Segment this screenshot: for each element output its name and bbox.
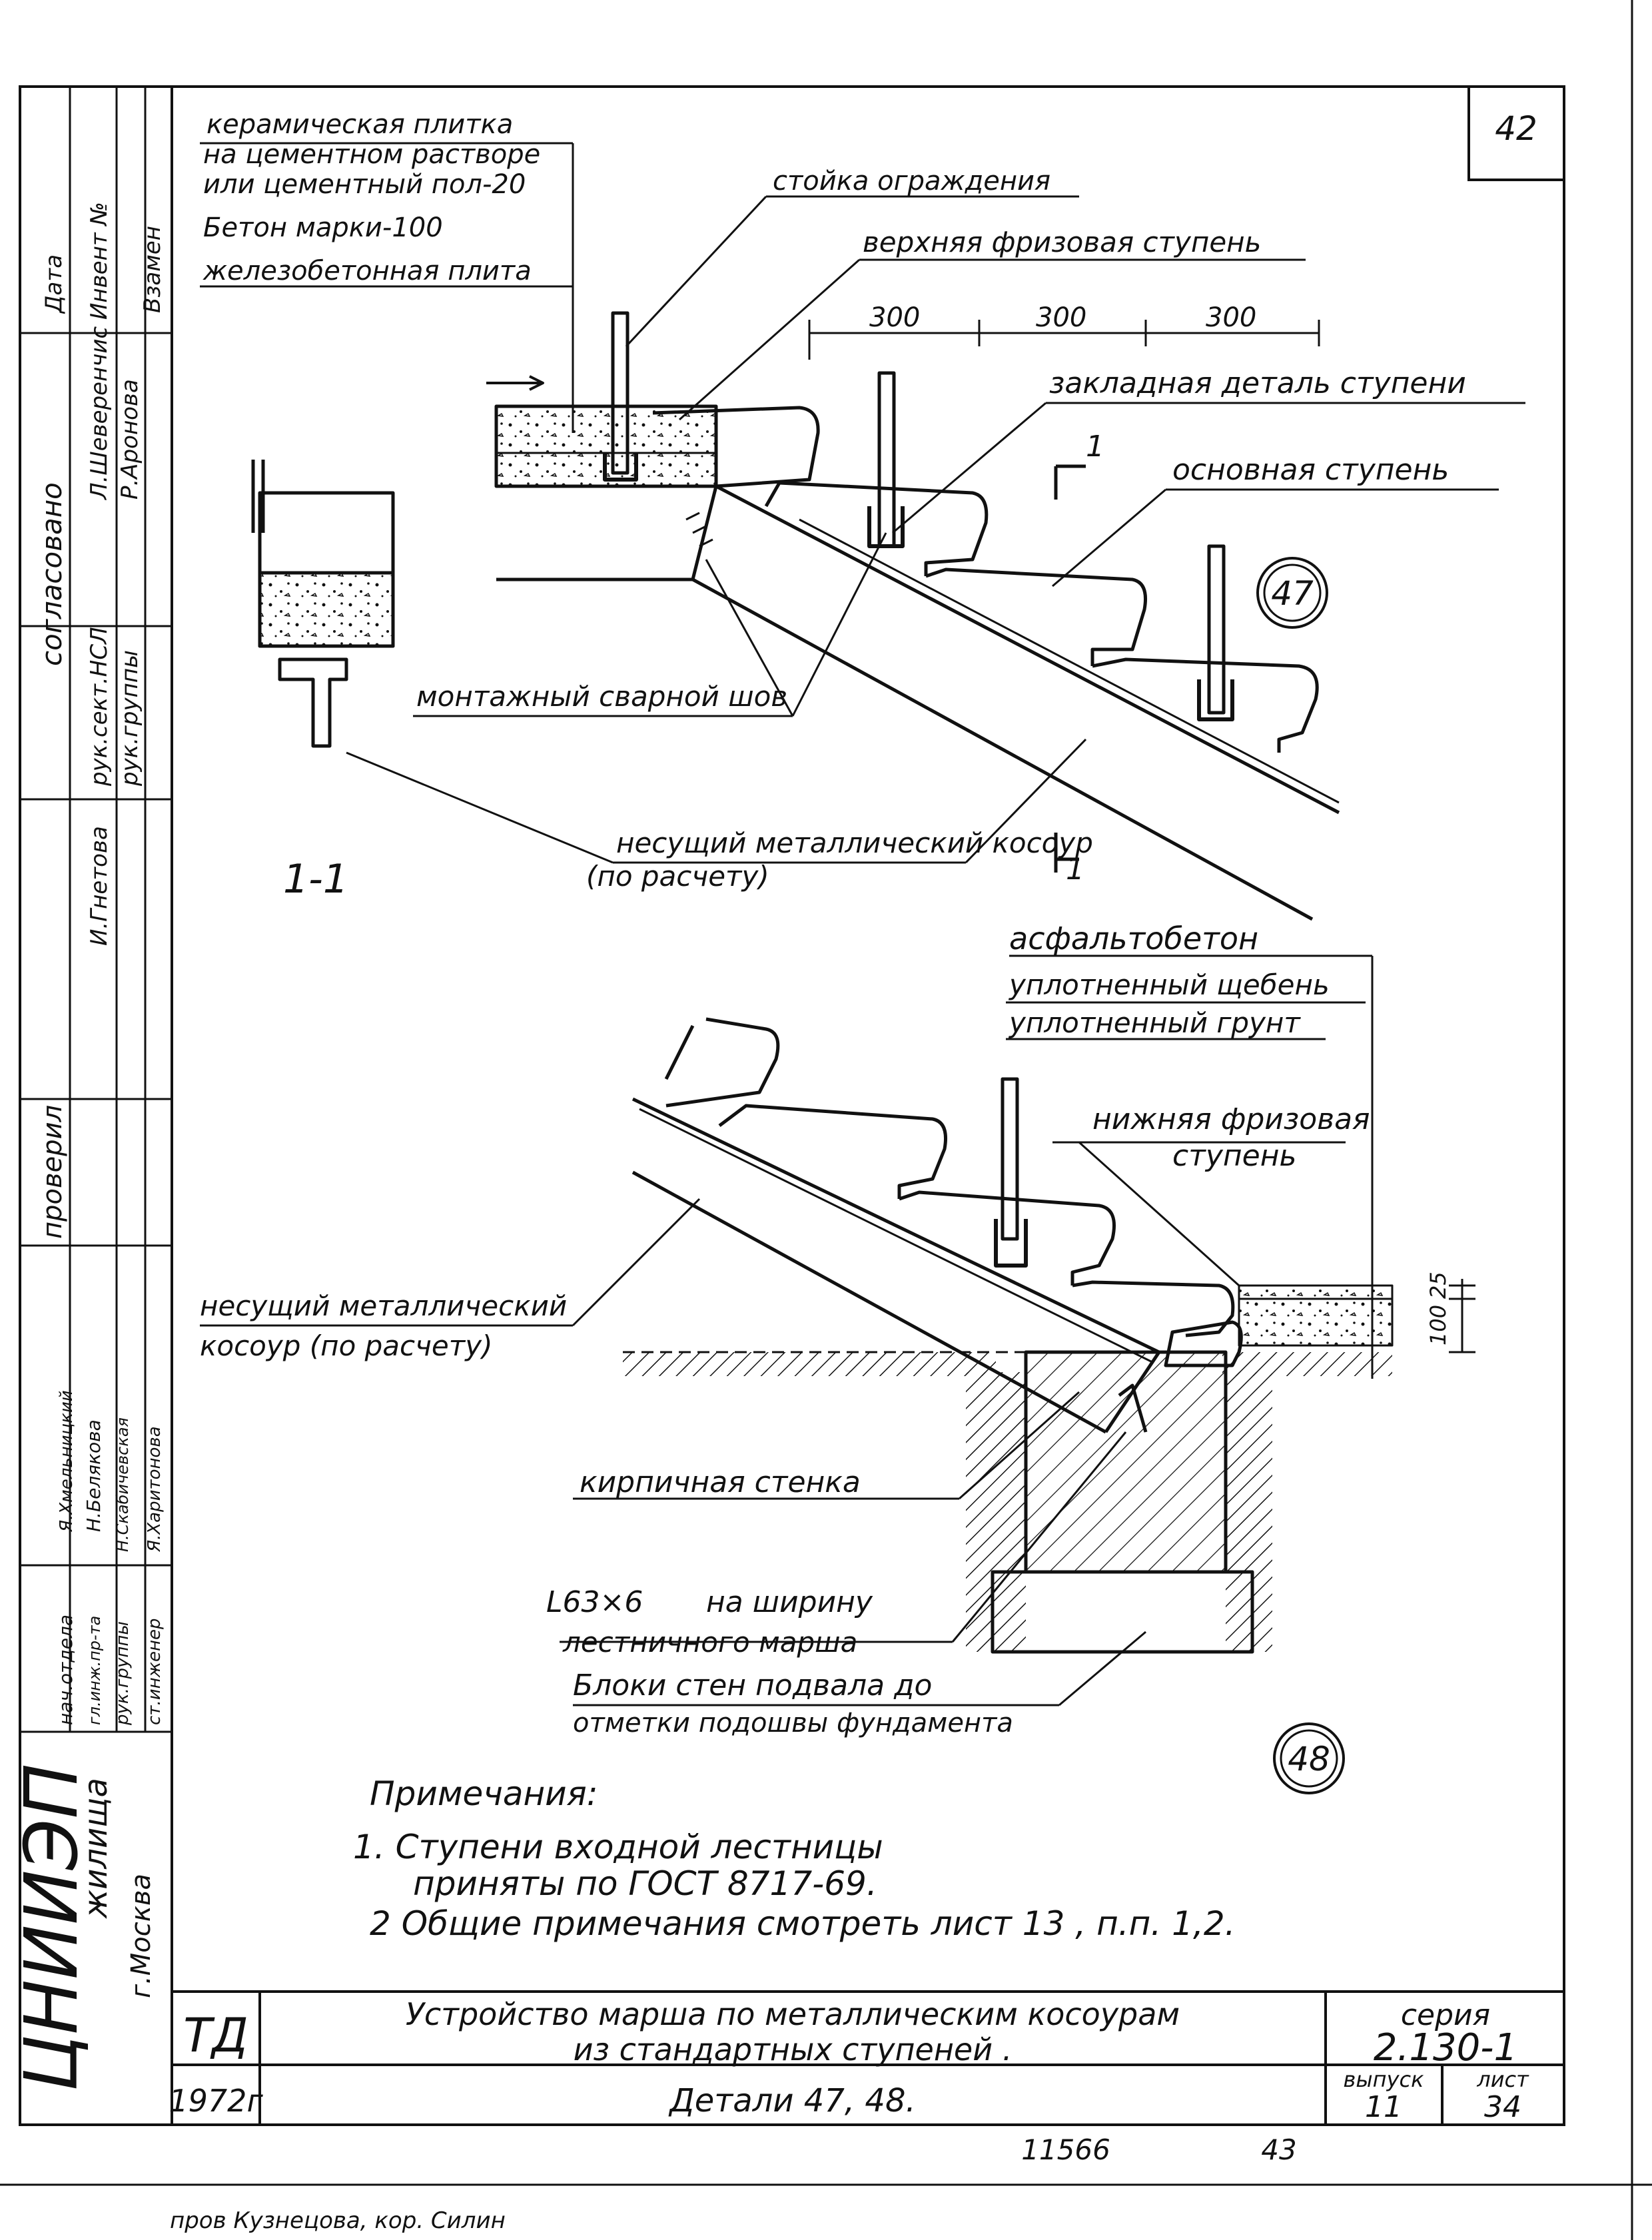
detail-48-drawing: [623, 1017, 1475, 1794]
layer-3-text: или цементный пол-20: [203, 169, 526, 200]
td-mark: ТД: [183, 2008, 248, 2063]
stamp-date: Дата: [41, 254, 67, 314]
title-block-text: ТД 1972г Устройство марша по металлическ…: [169, 1996, 1529, 2124]
stringer-48-label: несущий металлический: [200, 1290, 567, 1322]
soil-label: уплотненный грунт: [1008, 1006, 1301, 1039]
year: 1972г: [169, 2083, 263, 2119]
stamp-soglasovano: согласовано: [35, 482, 68, 666]
note-2: 2 Общие примечания смотреть лист 13 , п.…: [370, 1904, 1236, 1943]
detail-47-leaders: [200, 142, 1525, 864]
title-line-1: Устройство марша по металлическим косоур…: [406, 1996, 1180, 2032]
detail-48-number: 48: [1288, 1740, 1330, 1778]
stamp-aronova: Р.Аронова: [117, 379, 143, 500]
notes: Примечания: 1. Ступени входной лестницы …: [353, 1774, 1236, 1943]
asphalt-label: асфальтобетон: [1009, 921, 1258, 956]
angle-label-2: лестничного марша: [562, 1626, 857, 1659]
notes-title: Примечания:: [370, 1774, 598, 1813]
upper-step-label: верхняя фризовая ступень: [863, 226, 1261, 258]
note-1b: приняты по ГОСТ 8717-69.: [413, 1864, 877, 1903]
stringer-label: несущий металлический косоур: [616, 827, 1093, 859]
subtitle: Детали 47, 48.: [668, 2082, 915, 2119]
main-step-label: основная ступень: [1172, 453, 1449, 487]
dim-25: 25: [1426, 1272, 1451, 1299]
stamp-ruk-gruppy: рук.группы: [117, 650, 143, 787]
stamp-st-inzhener: ст.инженер: [145, 1618, 165, 1725]
detail-47-text: керамическая плитка на цементном раствор…: [203, 109, 1466, 903]
stoika-label: стойка ограждения: [773, 166, 1050, 196]
detail-47-number: 47: [1271, 574, 1314, 613]
section-mark-bottom: 1: [1066, 853, 1084, 887]
brick-wall-label: кирпичная стенка: [580, 1465, 861, 1499]
stamp-org-city: г.Москва: [126, 1874, 157, 1998]
stamp-gl-ing: гл.инж.пр-та: [85, 1616, 104, 1725]
stamp-belyakova: Н.Белякова: [83, 1419, 105, 1532]
dim-300-2: 300: [1036, 302, 1086, 333]
gravel-label: уплотненный щебень: [1008, 968, 1330, 1001]
embed-label: закладная деталь ступени: [1049, 366, 1466, 400]
list-number: 34: [1484, 2090, 1521, 2124]
side-stamp: [20, 87, 172, 1733]
title-block: [172, 1990, 1564, 2125]
vypusk-number: 11: [1365, 2090, 1402, 2124]
section-1-1-label: 1-1: [283, 856, 348, 903]
lower-step-label: нижняя фризовая: [1092, 1102, 1370, 1136]
side-stamp-text: Дата Инвент № Взамен согласовано Л.Шевер…: [9, 202, 166, 2091]
stamp-org-name: ЦНИИЭП: [9, 1764, 94, 2091]
title-line-2: из стандартных ступеней .: [574, 2032, 1013, 2067]
vypusk-label: выпуск: [1344, 2067, 1425, 2092]
dim-300-1: 300: [869, 302, 920, 333]
stamp-sheverenchuk: Л.Шеверенчис: [86, 326, 113, 501]
blocks-label-2: отметки подошвы фундамента: [573, 1708, 1013, 1738]
angle-label: L63×6: [546, 1585, 643, 1619]
stringer-48-label-2: косоур (по расчету): [200, 1329, 492, 1362]
layer-1-text: керамическая плитка: [206, 109, 513, 140]
weld-label: монтажный сварной шов: [416, 680, 787, 713]
blocks-label: Блоки стен подвала до: [573, 1669, 932, 1702]
stamp-kharitonova: Я.Харитонова: [145, 1426, 165, 1553]
stamp-ruk-gruppy-2: рук.группы: [113, 1621, 133, 1726]
series-label: серия: [1401, 1998, 1490, 2032]
inventory-number: 11566: [1021, 2133, 1110, 2166]
layer-2-text: на цементном растворе: [203, 139, 540, 170]
detail-48-text: асфальтобетон уплотненный щебень уплотне…: [200, 921, 1451, 1778]
page-number-bottom: 43: [1261, 2133, 1296, 2166]
layer-5-text: железобетонная плита: [203, 256, 532, 286]
stamp-inv-no: Инвент №: [86, 202, 113, 320]
page-number: 42: [1495, 109, 1537, 148]
note-1: 1. Ступени входной лестницы: [353, 1828, 883, 1866]
section-mark-top: 1: [1086, 430, 1104, 464]
stamp-khmelnitsky: Я.Хмельницкий: [57, 1390, 77, 1533]
series-number: 2.130-1: [1374, 2026, 1517, 2069]
stamp-org-sub: жилища: [77, 1778, 115, 1919]
stringer-calc-label: (по расчету): [586, 860, 769, 893]
stamp-gnetova: И.Гнетова: [86, 826, 113, 946]
dim-100: 100: [1426, 1305, 1451, 1345]
angle-width-label: на ширину: [706, 1585, 873, 1619]
stamp-ruk-sekt: рук.сект.НСЛ: [86, 627, 113, 787]
layer-4-text: Бетон марки-100: [203, 212, 443, 243]
stamp-vzamen: Взамен: [139, 226, 166, 313]
stamp-nach-otdela: нач.отдела: [55, 1615, 77, 1725]
stamp-skabichevskaya: Н.Скабичевская: [113, 1417, 132, 1552]
lower-step-label-2: ступень: [1172, 1139, 1296, 1173]
list-label: лист: [1476, 2067, 1529, 2092]
stamp-proveril: проверил: [37, 1105, 68, 1239]
detail-48-leaders: [200, 954, 1374, 1706]
footer-note: пров Кузнецова, кор. Силин: [170, 2207, 506, 2234]
dim-300-3: 300: [1206, 302, 1256, 333]
